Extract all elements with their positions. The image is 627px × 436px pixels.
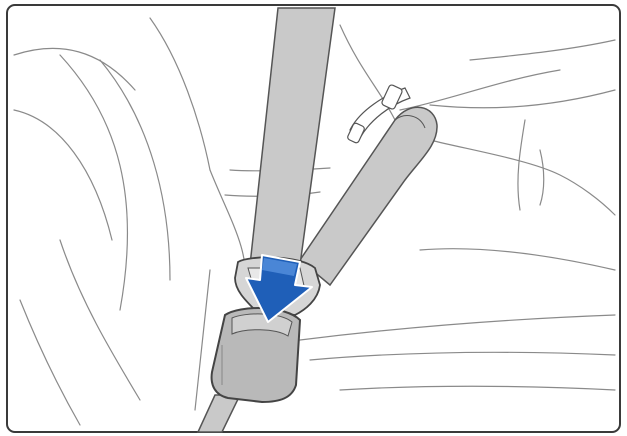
seatbelt-illustration <box>0 0 627 436</box>
illustration-svg <box>0 0 627 436</box>
